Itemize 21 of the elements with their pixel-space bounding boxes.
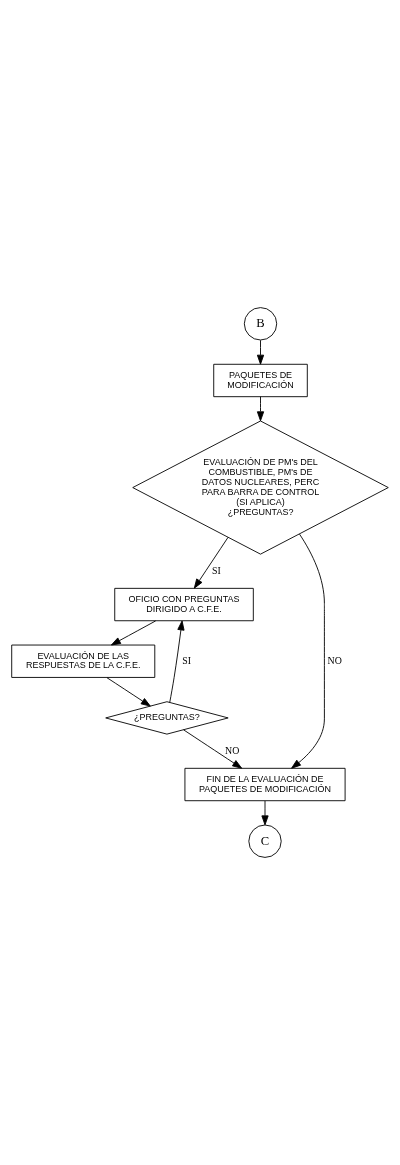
arrow <box>183 729 243 769</box>
node-box: PAQUETES DE MODIFICACIÓN <box>213 363 308 398</box>
node-circle: B <box>243 307 278 341</box>
node-circle: C <box>248 824 282 858</box>
arrow <box>193 536 229 589</box>
arrow <box>256 339 265 365</box>
arrow <box>110 620 157 646</box>
node-box: EVALUACIÓN DE LAS RESPUESTAS DE LA C.F.E. <box>11 644 156 678</box>
edge-label: NO <box>225 744 240 756</box>
arrow <box>169 620 185 703</box>
arrow <box>291 533 325 769</box>
edge-label: SI <box>212 564 221 576</box>
edge-label: SI <box>182 654 192 666</box>
node-box: OFICIO CON PREGUNTAS DIRIGIDO A C.F.E. <box>114 587 254 622</box>
arrow <box>256 396 265 422</box>
node-diamond: ¿PREGUNTAS? <box>105 701 229 735</box>
node-diamond: EVALUACIÓN DE PM's DEL COMBUSTIBLE, PM's DE DATOS NUCLEARES, PERC PARA BARRA DE CONTROL (SI APLICA) ¿PREGUNTAS? <box>132 420 389 555</box>
arrow <box>261 800 269 826</box>
node-box: FIN DE LA EVALUACIÓN DE PAQUETES DE MODIFICACIÓN <box>184 767 346 802</box>
arrow <box>106 677 151 707</box>
edge-label: NO <box>327 654 342 666</box>
